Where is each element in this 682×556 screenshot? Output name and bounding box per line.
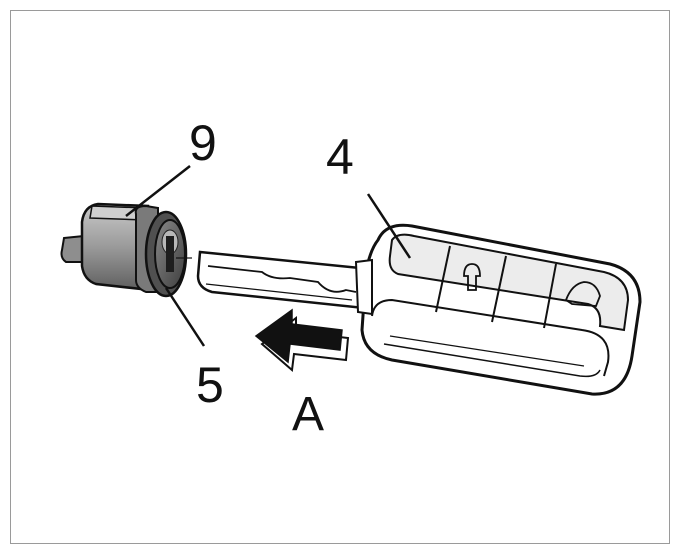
callout-label-lock-cylinder: 9 [189, 115, 217, 171]
callout-label-key: 4 [326, 129, 354, 185]
button-divider-2 [491, 255, 507, 323]
unlock-symbol-icon [463, 263, 481, 291]
leader-line-9 [125, 165, 191, 217]
cylinder-rear-tab [60, 234, 85, 263]
callout-label-seal: 5 [196, 357, 224, 413]
key-blade-groove [207, 265, 357, 293]
key-fob-side-groove [383, 343, 601, 378]
button-divider-3 [543, 263, 557, 329]
key-fob-side-groove-2 [389, 335, 585, 367]
key-blade [196, 250, 366, 310]
key-fob-top-panel [388, 233, 630, 332]
key-blade-edge [205, 283, 353, 301]
arrow-body [254, 308, 343, 364]
leader-line-4 [366, 193, 412, 259]
trunk-symbol-icon [564, 281, 601, 307]
lock-cylinder [60, 202, 192, 298]
callout-label-direction: A [292, 388, 325, 441]
leader-line-5 [164, 287, 206, 347]
key-fob-lower-rim [371, 298, 610, 377]
insertion-arrow-icon [254, 308, 350, 372]
remote-key [196, 223, 642, 396]
keyway-slot [166, 236, 174, 272]
key-blade-collar [354, 258, 373, 316]
button-divider-1 [435, 245, 451, 313]
